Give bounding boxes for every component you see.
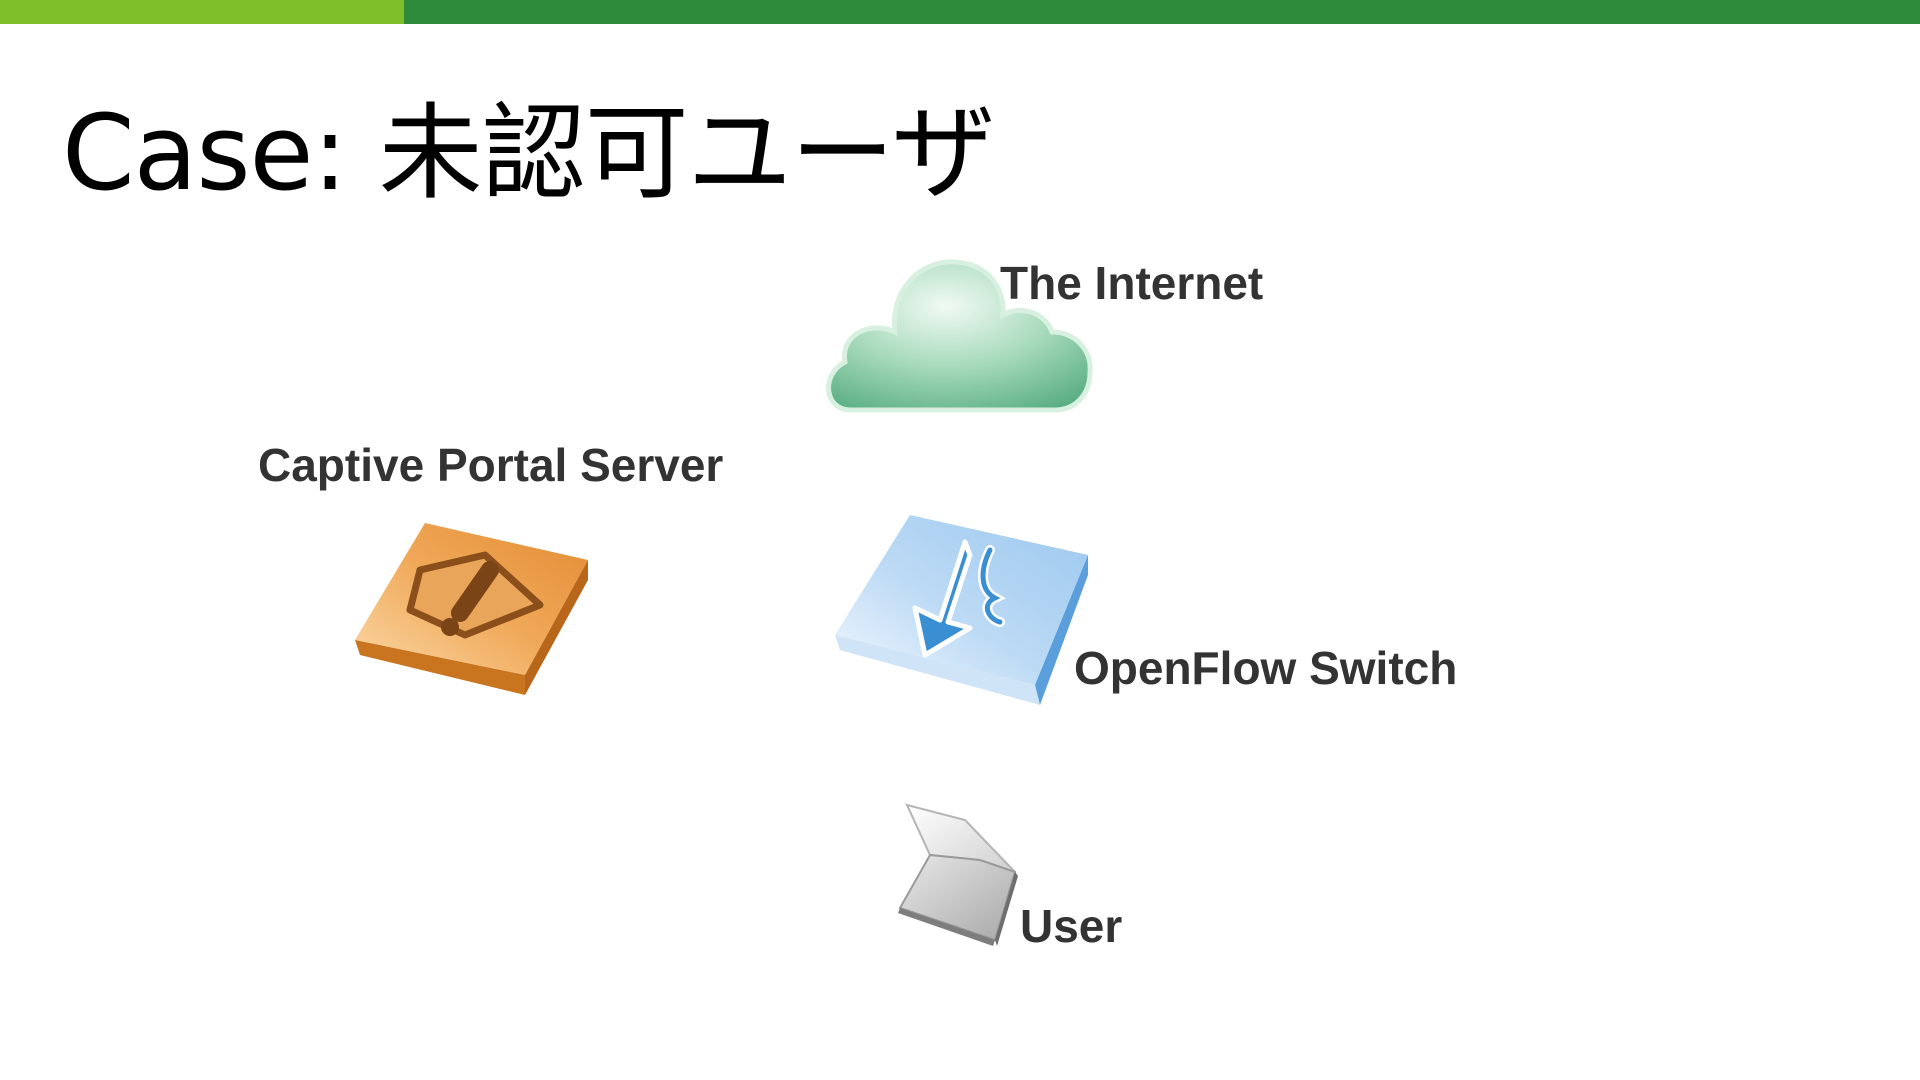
slide-title: Case: 未認可ユーザ — [62, 92, 996, 214]
user-label: User — [1020, 900, 1123, 952]
top-bar-dark-segment — [404, 0, 1920, 24]
cloud-icon — [826, 259, 1093, 413]
top-accent-bar — [0, 0, 1920, 24]
laptop-icon — [898, 803, 1018, 946]
warning-server-icon — [355, 523, 588, 695]
switch-icon — [835, 515, 1088, 705]
captive-portal-label: Captive Portal Server — [258, 439, 724, 491]
internet-label: The Internet — [1000, 257, 1264, 309]
openflow-switch-label: OpenFlow Switch — [1074, 642, 1458, 694]
top-bar-light-segment — [0, 0, 404, 24]
